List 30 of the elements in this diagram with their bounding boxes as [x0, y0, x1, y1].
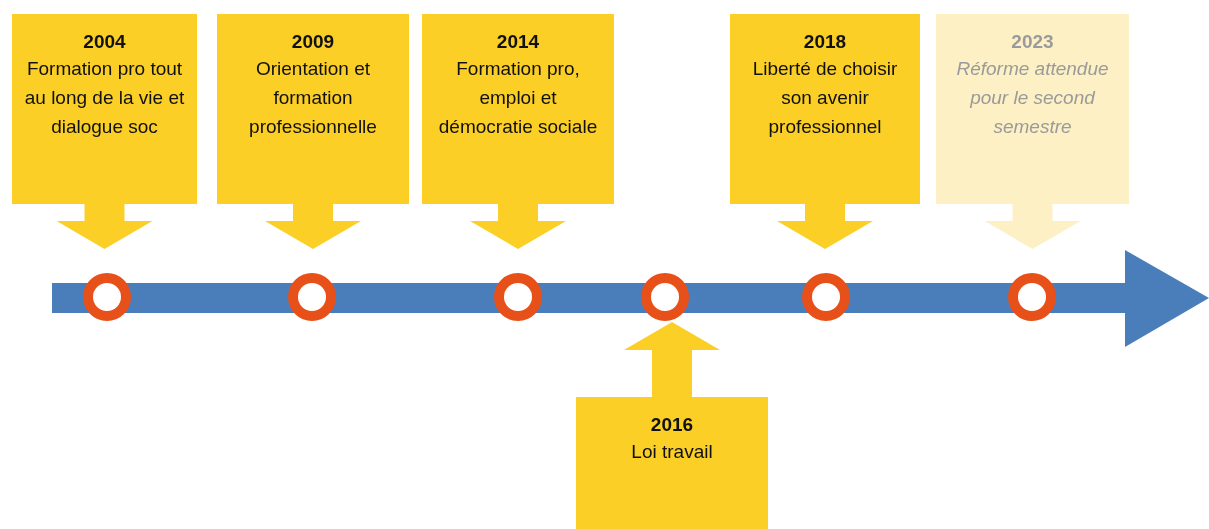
- milestone-circle: [288, 273, 336, 321]
- event-text: Orientation et formation professionnelle: [248, 57, 378, 139]
- callout-arrow: [470, 203, 566, 249]
- callout-arrow: [56, 203, 153, 249]
- milestone-circle: [1008, 273, 1056, 321]
- event-text: Liberté de choisir son avenir professionnel: [751, 57, 899, 139]
- event-callout: [730, 14, 920, 204]
- milestone-circle: [494, 273, 542, 321]
- callout-arrow: [984, 203, 1081, 249]
- year-label: 2023: [1010, 30, 1055, 54]
- year-label: 2014: [495, 30, 541, 54]
- event-callout: [936, 14, 1129, 204]
- event-text: Loi travail: [630, 440, 714, 464]
- milestone-circle: [802, 273, 850, 321]
- event-callout: [217, 14, 409, 204]
- year-label: 2016: [649, 413, 695, 437]
- year-label: 2004: [82, 30, 127, 54]
- event-text: Réforme attendue pour le second semestre: [955, 57, 1110, 139]
- year-label: 2018: [802, 30, 848, 54]
- callout-arrow: [265, 203, 361, 249]
- year-label: 2009: [290, 30, 336, 54]
- milestone-circle: [641, 273, 689, 321]
- event-callout: [422, 14, 614, 204]
- event-callout: [12, 14, 197, 204]
- event-text: Formation pro tout au long de la vie et dialogue soc: [23, 57, 186, 139]
- event-text: Formation pro, emploi et démocratie sociale: [437, 57, 599, 139]
- milestone-circle: [83, 273, 131, 321]
- callout-arrow: [624, 322, 720, 398]
- event-callout: [576, 397, 768, 529]
- callout-arrow: [777, 203, 873, 249]
